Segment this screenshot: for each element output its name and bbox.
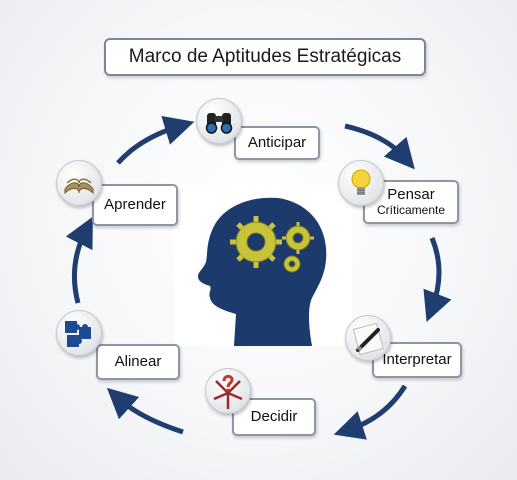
book-icon	[56, 160, 102, 206]
step-alinear: Alinear	[96, 344, 180, 380]
binoculars-icon	[196, 98, 242, 144]
crossroads-icon	[205, 368, 251, 414]
step-label: Anticipar	[247, 133, 307, 151]
step-aprender: Aprender	[92, 184, 178, 226]
step-label: Pensar	[387, 186, 435, 204]
head-gears-icon	[198, 197, 327, 346]
pen-icon	[345, 315, 391, 361]
step-anticipar: Anticipar	[234, 126, 320, 160]
arrow-pensar-to-interpretar	[423, 237, 452, 322]
lightbulb-icon	[338, 160, 384, 206]
step-sublabel: Críticamente	[376, 202, 446, 217]
head-panel	[174, 186, 352, 346]
step-label: Decidir	[250, 407, 298, 425]
step-label: Interpretar	[382, 350, 452, 368]
arrow-anticipar-to-pensar	[344, 123, 415, 170]
arrow-alinear-to-aprender	[65, 216, 93, 304]
step-label: Aprender	[104, 195, 166, 213]
step-label: Alinear	[114, 352, 162, 370]
arrow-decidir-to-alinear	[106, 387, 184, 435]
diagram-title: Marco de Aptitudes Estratégicas	[104, 38, 426, 76]
arrow-aprender-to-anticipar	[116, 115, 195, 165]
arrow-interpretar-to-decidir	[333, 384, 408, 440]
step-interpretar: Interpretar	[372, 342, 462, 378]
puzzle-icon	[56, 310, 102, 356]
